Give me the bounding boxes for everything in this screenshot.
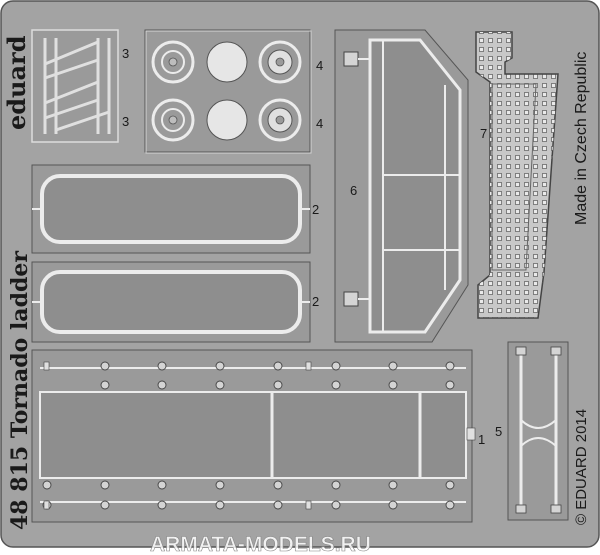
part-label-4-upper: 4	[316, 58, 323, 73]
part-label-7: 7	[480, 126, 487, 141]
part-label-4-lower: 4	[316, 116, 323, 131]
part-label-3-upper: 3	[122, 46, 129, 61]
part-label-6: 6	[350, 183, 357, 198]
part-5-small-ladder	[507, 341, 569, 521]
brand-logo-text: eduard	[2, 35, 31, 130]
part-label-5: 5	[495, 424, 502, 439]
part-7-perforated-panel	[475, 31, 559, 319]
copyright-text: © EDUARD 2014	[573, 409, 590, 525]
part-label-1: 1	[478, 432, 485, 447]
part-label-2-lower: 2	[312, 294, 319, 309]
origin-text: Made in Czech Republic	[573, 52, 590, 225]
part-6-ladder-side	[334, 29, 469, 343]
kit-title: Tornado ladder	[7, 251, 33, 438]
part-1-main-ladder	[31, 349, 476, 523]
watermark-text: ARMATA-MODELS.RU	[150, 533, 371, 555]
part-label-3-lower: 3	[122, 114, 129, 129]
part-label-2-upper: 2	[312, 202, 319, 217]
part-2-frame-upper	[31, 164, 311, 254]
part-2-frame-lower	[31, 261, 311, 343]
part-number-labels: 3 3 4 4 2 2 6 7 1 5	[122, 46, 502, 447]
part-4-discs	[144, 29, 312, 154]
kit-number: 48 815	[7, 446, 33, 530]
part-3-ladders	[31, 29, 119, 143]
kit-number-and-title: 48 815 Tornado ladder	[7, 251, 33, 530]
